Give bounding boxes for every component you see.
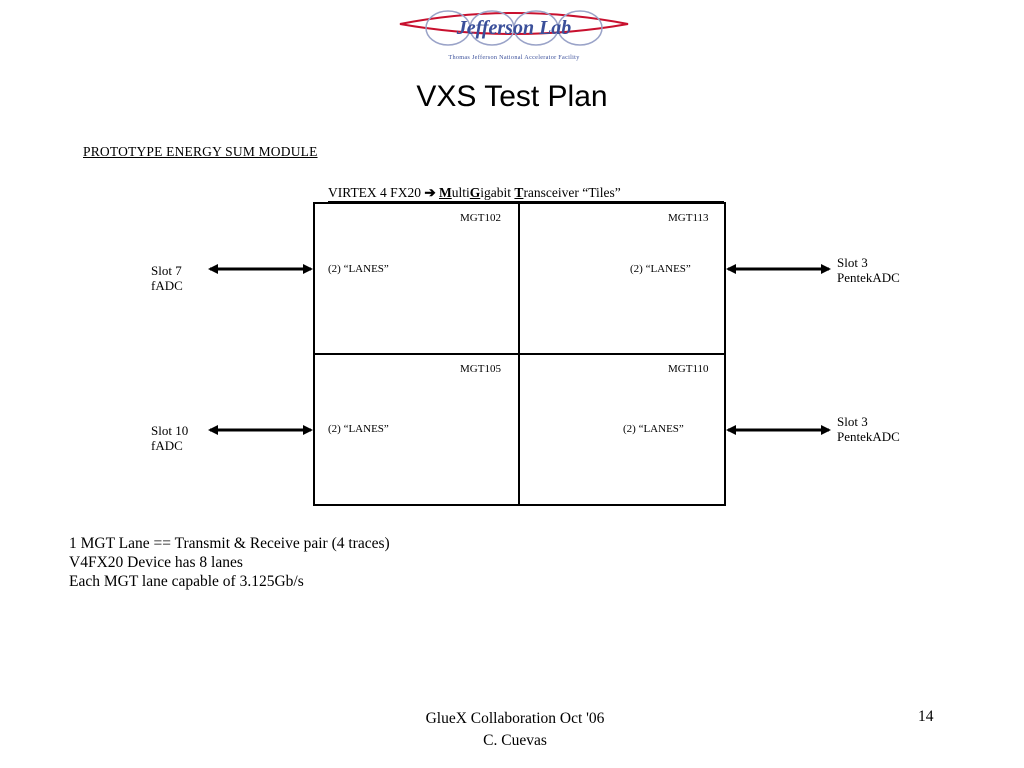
left-slot-top-line1: Slot 7 <box>151 263 182 278</box>
module-label: PROTOTYPE ENERGY SUM MODULE <box>83 144 318 159</box>
tile-mgt110-lanes: (2) “LANES” <box>623 423 684 435</box>
slide-title: VXS Test Plan <box>416 80 608 113</box>
left-slot-bottom: Slot 10 fADC <box>151 423 188 453</box>
tile-mgt113-label: MGT113 <box>668 212 709 224</box>
left-slot-bottom-line1: Slot 10 <box>151 423 189 438</box>
device-title-m: M <box>439 185 452 200</box>
note-line-1: 1 MGT Lane == Transmit & Receive pair (4… <box>69 535 390 552</box>
right-slot-top: Slot 3 PentekADC <box>837 255 900 285</box>
footer-line-1: GlueX Collaboration Oct '06 <box>425 710 605 727</box>
device-title-rule <box>328 201 724 202</box>
device-title-g-rest: igabit <box>480 185 515 200</box>
device-title-t-rest: ransceiver “Tiles” <box>523 185 621 200</box>
left-slot-top: Slot 7 fADC <box>151 263 183 293</box>
right-slot-bottom-line1: Slot 3 <box>837 414 868 429</box>
left-slot-top-line2: fADC <box>151 278 183 293</box>
tile-mgt102-lanes: (2) “LANES” <box>328 263 389 275</box>
right-slot-bottom: Slot 3 PentekADC <box>837 414 900 444</box>
left-slot-bottom-line2: fADC <box>151 438 183 453</box>
logo-name: Jefferson Lab <box>456 17 572 39</box>
tile-mgt105-lanes: (2) “LANES” <box>328 423 389 435</box>
right-slot-top-line1: Slot 3 <box>837 255 868 270</box>
device-title-g: G <box>469 185 481 200</box>
page-number: 14 <box>918 708 934 725</box>
right-slot-bottom-line2: PentekADC <box>837 429 900 444</box>
tile-mgt110-label: MGT110 <box>668 363 709 375</box>
device-title-m-rest: ulti <box>451 185 470 200</box>
jefferson-lab-logo: Jefferson Lab Thomas Jefferson National … <box>396 4 632 66</box>
tile-mgt105-label: MGT105 <box>460 363 501 375</box>
tile-mgt113-lanes: (2) “LANES” <box>630 263 691 275</box>
right-slot-top-line2: PentekADC <box>837 270 900 285</box>
footer-credits: GlueX Collaboration Oct '06 C. Cuevas <box>385 708 645 752</box>
notes-block: 1 MGT Lane == Transmit & Receive pair (4… <box>69 534 390 591</box>
tile-grid-horizontal-divider <box>313 353 726 355</box>
device-title-t: T <box>514 185 524 200</box>
logo-subtitle: Thomas Jefferson National Accelerator Fa… <box>448 54 580 61</box>
tile-mgt102-label: MGT102 <box>460 212 501 224</box>
note-line-3: Each MGT lane capable of 3.125Gb/s <box>69 573 304 590</box>
footer-line-2: C. Cuevas <box>483 732 547 749</box>
device-title: VIRTEX 4 FX20 ➔ MultiGigabit Transceiver… <box>328 185 621 201</box>
note-line-2: V4FX20 Device has 8 lanes <box>69 554 243 571</box>
device-title-prefix: VIRTEX 4 FX20 <box>328 185 425 200</box>
right-arrow-icon: ➔ <box>424 185 436 200</box>
